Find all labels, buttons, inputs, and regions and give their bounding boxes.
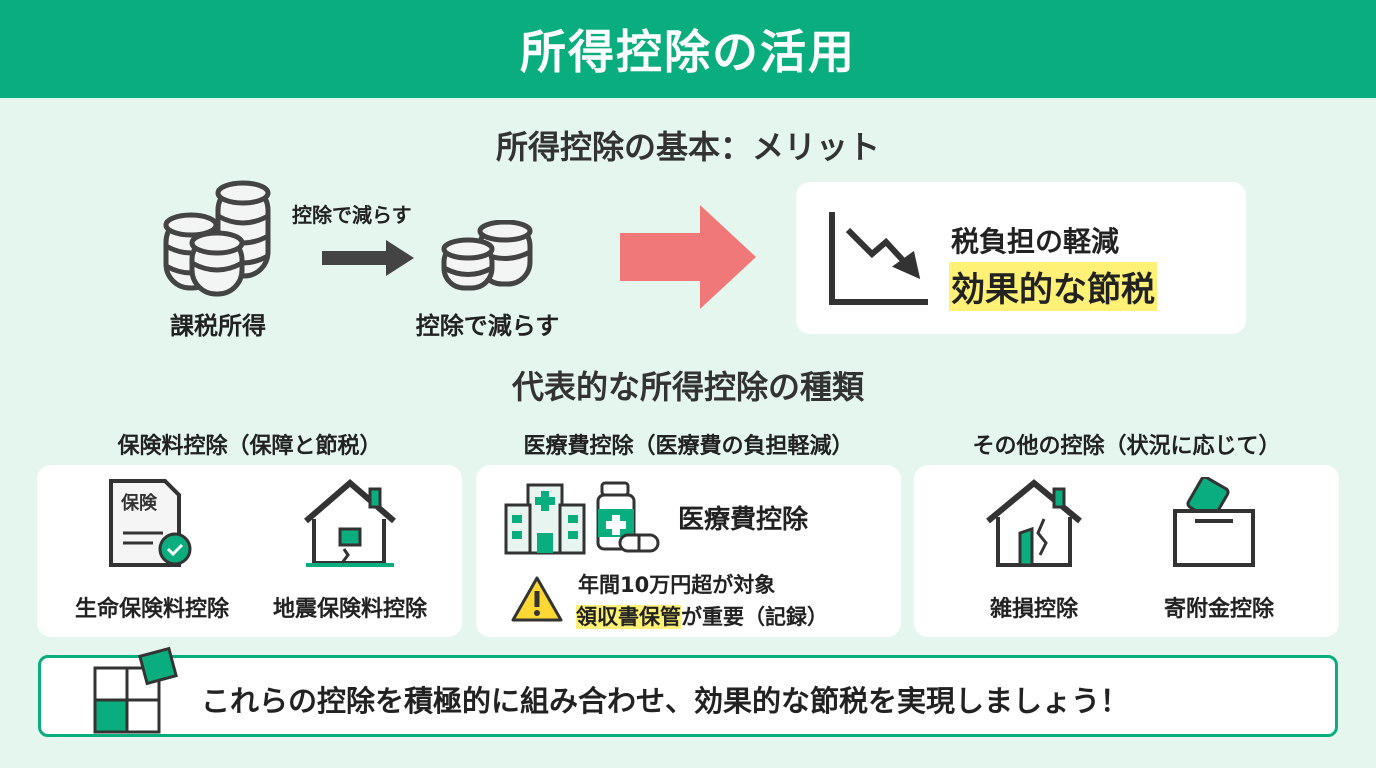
life-insurance-item: 生命保険料控除 — [74, 597, 229, 622]
donation-item: 寄附金控除 — [1163, 597, 1274, 622]
taxable-income-label: 課税所得 — [170, 312, 266, 340]
reduced-label: 控除で減らす — [415, 312, 560, 340]
medical-note1: 年間10万円超が対象 — [578, 573, 776, 597]
medicine-bottle-icon — [596, 481, 660, 553]
title-banner: 所得控除の活用 — [0, 0, 1376, 98]
result-line2: 効果的な節税 — [949, 262, 1157, 311]
casualty-loss-item: 雑損控除 — [989, 597, 1078, 622]
insurance-card: 保険 生命保険料控除 地震保険料控除 — [37, 465, 462, 637]
note2-rest: が重要（記録） — [681, 605, 828, 629]
note2-highlight: 領収書保管 — [576, 605, 681, 629]
medical-note2: 領収書保管が重要（記録） — [576, 601, 828, 631]
hospital-icon — [504, 483, 586, 555]
damaged-house-icon — [986, 479, 1082, 567]
coins-small-icon — [441, 220, 533, 291]
result-line1: 税負担の軽減 — [951, 225, 1120, 258]
warning-icon — [511, 576, 563, 622]
medical-item: 医療費控除 — [678, 505, 809, 535]
arrow-label: 控除で減らす — [292, 203, 412, 227]
house-icon — [304, 479, 396, 567]
basics-heading: 所得控除の基本：メリット — [495, 128, 880, 166]
insurance-heading: 保険料控除（保障と節税） — [117, 434, 382, 459]
medical-heading: 医療費控除（医療費の負担軽減） — [523, 434, 854, 459]
puzzle-icon — [93, 646, 178, 734]
insurance-document-icon: 保険 — [109, 479, 192, 567]
result-card: 税負担の軽減 効果的な節税 — [796, 182, 1246, 334]
big-arrow-icon — [620, 205, 756, 309]
footer-banner: これらの控除を積極的に組み合わせ、効果的な節税を実現しましょう！ — [38, 646, 1338, 737]
chart-down-icon — [829, 212, 928, 305]
other-card: 雑損控除 寄附金控除 — [914, 465, 1339, 637]
donation-box-icon — [1173, 477, 1255, 567]
medical-card: 医療費控除 年間10万円超が対象 領収書保管が重要（記録） — [476, 465, 901, 637]
other-heading: その他の控除（状況に応じて） — [972, 434, 1281, 459]
types-heading: 代表的な所得控除の種類 — [511, 368, 864, 406]
earthquake-insurance-item: 地震保険料控除 — [272, 597, 427, 622]
doc-label: 保険 — [120, 492, 158, 514]
coins-large-icon — [163, 180, 271, 297]
footer-message: これらの控除を積極的に組み合わせ、効果的な節税を実現しましょう！ — [201, 684, 1130, 718]
arrow-right-icon — [322, 240, 414, 276]
page-title: 所得控除の活用 — [520, 25, 856, 79]
